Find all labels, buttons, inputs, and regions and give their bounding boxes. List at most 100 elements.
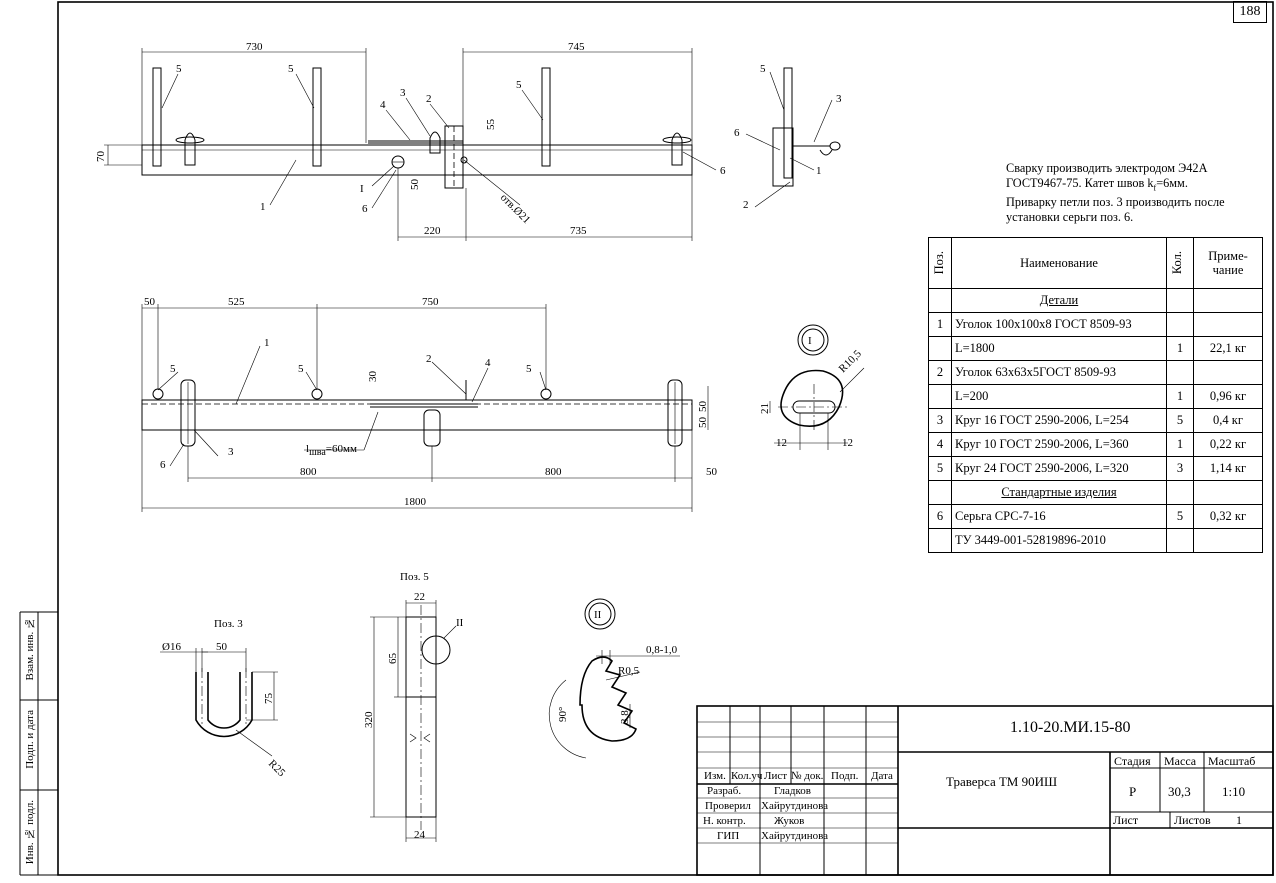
dim-50-plan-b: 50: [706, 466, 718, 478]
mass-value: 30,3: [1168, 784, 1191, 799]
role-nkontr: Н. контр.: [703, 815, 746, 827]
role-proveril: Проверил: [705, 800, 751, 812]
dim-525: 525: [228, 296, 245, 308]
hdr-data: Дата: [871, 770, 893, 782]
scale-label: Масштаб: [1208, 754, 1256, 768]
section-standard: Стандартные изделия: [951, 480, 1167, 505]
callout-5: 5: [298, 363, 304, 375]
detail-I-label: I: [808, 335, 812, 347]
col-header-name: Наименование: [951, 237, 1167, 289]
callout-2: 2: [743, 199, 749, 211]
hdr-izm: Изм.: [704, 770, 726, 782]
note-line-2: ГОСТ9467-75. Катет швов kf=6мм.: [1006, 176, 1188, 193]
dim-800-b: 800: [545, 466, 562, 478]
role-gip: ГИП: [717, 830, 740, 842]
dim-220: 220: [424, 225, 441, 237]
poz5-label: Поз. 5: [400, 571, 429, 583]
role-razrab: Разраб.: [707, 785, 742, 797]
dim-320: 320: [363, 711, 375, 728]
callout-2: 2: [426, 93, 432, 105]
dim-745: 745: [568, 41, 585, 53]
sheets-label: Листов: [1174, 813, 1211, 827]
mass-label: Масса: [1164, 754, 1197, 768]
detail-II-label: II: [594, 609, 602, 621]
callout-1: 1: [260, 201, 266, 213]
callout-4: 4: [380, 99, 386, 111]
hdr-podp: Подп.: [831, 770, 859, 782]
poz3-drawing: [160, 648, 278, 757]
sheet-label: Лист: [1113, 813, 1139, 827]
name-proveril: Хайрутдинова: [761, 800, 829, 812]
name-razrab: Гладков: [774, 785, 811, 797]
dim-12-a: 12: [776, 437, 787, 449]
callout-6: 6: [734, 127, 740, 139]
angle-90: 90°: [557, 707, 569, 722]
side-view: [745, 67, 841, 208]
dim-730: 730: [246, 41, 263, 53]
callout-1: 1: [816, 165, 822, 177]
dim-65: 65: [387, 653, 399, 665]
detail-I-ref: I: [360, 183, 364, 195]
col-header-pos: Поз.: [928, 237, 952, 289]
name-gip: Хайрутдинова: [761, 830, 829, 842]
welding-notes: Сварку производить электродом Э42А ГОСТ9…: [1006, 161, 1268, 225]
stage-label: Стадия: [1114, 754, 1151, 768]
weld-length-label: lшва=60мм: [306, 443, 357, 458]
note-line-3: Приварку петли поз. 3 производить после: [1006, 195, 1225, 210]
hole-label: отв.Ø21: [498, 192, 533, 227]
title-block-grid: [696, 705, 1274, 876]
dim-75: 75: [263, 693, 275, 705]
section-details: Детали: [951, 288, 1167, 313]
callout-6: 6: [362, 203, 368, 215]
dim-750: 750: [422, 296, 439, 308]
dim-21: 21: [759, 403, 771, 414]
stage-value: Р: [1129, 784, 1137, 799]
poz3-label: Поз. 3: [214, 618, 243, 630]
callout-1: 1: [264, 337, 270, 349]
detail-II-ref: II: [456, 617, 464, 629]
dim-30: 30: [367, 371, 379, 383]
dim-70: 70: [95, 151, 107, 163]
detail-I: [769, 324, 865, 450]
callout-4: 4: [485, 357, 491, 369]
dimension-labels: 730 745 70 55 50 220 735 отв.Ø21 50 525 …: [95, 41, 864, 841]
dim-50-top: 50: [409, 179, 421, 191]
dim-1800: 1800: [404, 496, 427, 508]
dim-r05: R0,5: [618, 665, 640, 677]
callout-5: 5: [760, 63, 766, 75]
note-line-1: Сварку производить электродом Э42А: [1006, 161, 1208, 175]
dim-800-a: 800: [300, 466, 317, 478]
hdr-kol: Кол.уч: [731, 770, 763, 782]
document-number: 1.10-20.МИ.15-80: [1010, 719, 1131, 736]
dim-50-plan-d: 50: [697, 417, 709, 429]
dim-50-poz3: 50: [216, 641, 228, 653]
callout-3: 3: [228, 446, 234, 458]
dim-38: 3,8: [619, 710, 631, 724]
dim-55: 55: [485, 119, 497, 131]
table-row: ТУ 3449-001-52819896-2010: [928, 528, 1263, 553]
dim-735: 735: [570, 225, 587, 237]
callout-2: 2: [426, 353, 432, 365]
dim-r10-5: R10,5: [837, 347, 865, 375]
name-nkontr: Жуков: [774, 815, 805, 827]
specification-table: Поз. Наименование Кол. Приме-чание Детал…: [928, 237, 1263, 553]
note-line-4: установки серьги поз. 6.: [1006, 210, 1134, 225]
callout-6: 6: [720, 165, 726, 177]
callout-5: 5: [170, 363, 176, 375]
detail-II: [548, 598, 680, 759]
front-view: [104, 48, 717, 241]
callout-3: 3: [400, 87, 406, 99]
hdr-ndok: № док.: [791, 770, 824, 782]
drawing-frame: [19, 1, 1274, 876]
dim-50-plan-a: 50: [144, 296, 156, 308]
col-header-qty: Кол.: [1166, 237, 1194, 289]
plan-view: [141, 304, 709, 512]
